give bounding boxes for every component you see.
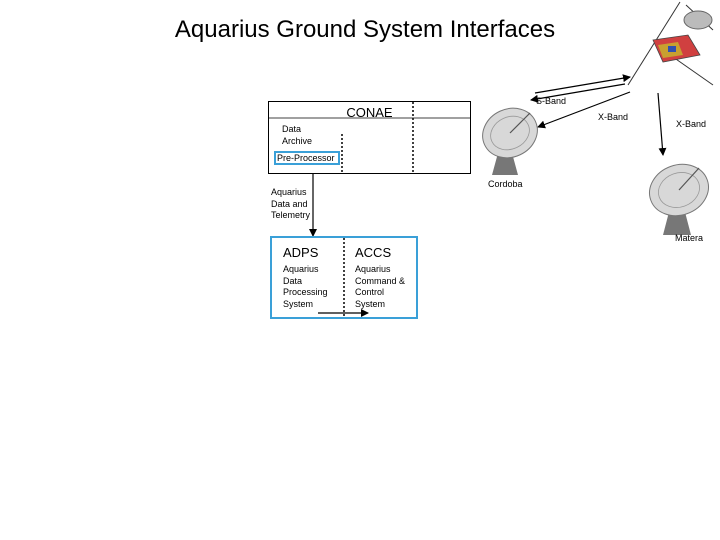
accs-description: Aquarius Command & Control System [355,264,406,309]
telemetry-label: Aquarius Data and Telemetry [271,187,311,220]
matera-label: Matera [675,233,704,243]
s-band-link-line-2 [530,83,626,103]
adps-description: Aquarius Data Processing System [283,264,328,309]
s-band-link-line [534,74,631,94]
pre-processor-box: Pre-Processor [274,151,340,165]
ground-system-box [270,236,418,319]
conae-box: CONAE Data Archive [268,101,471,174]
x-band-cordoba-label: X-Band [598,112,629,122]
satellite-icon [618,0,718,95]
adps-block: ADPS Aquarius Data Processing System [283,245,328,310]
conae-title: CONAE [346,105,393,120]
data-archive-label: Data Archive [282,124,313,146]
page-title: Aquarius Ground System Interfaces [174,16,556,43]
cordoba-antenna-dish-icon [478,103,540,175]
cordoba-label: Cordoba [488,179,523,189]
matera-antenna-dish-icon [645,160,713,235]
adps-title: ADPS [283,245,319,260]
accs-block: ACCS Aquarius Command & Control System [355,245,405,310]
x-band-cordoba-link [537,91,631,129]
accs-title: ACCS [355,245,392,260]
s-band-label: S-Band [536,96,567,106]
x-band-matera-label: X-Band [676,119,707,129]
x-band-matera-link [657,92,667,156]
